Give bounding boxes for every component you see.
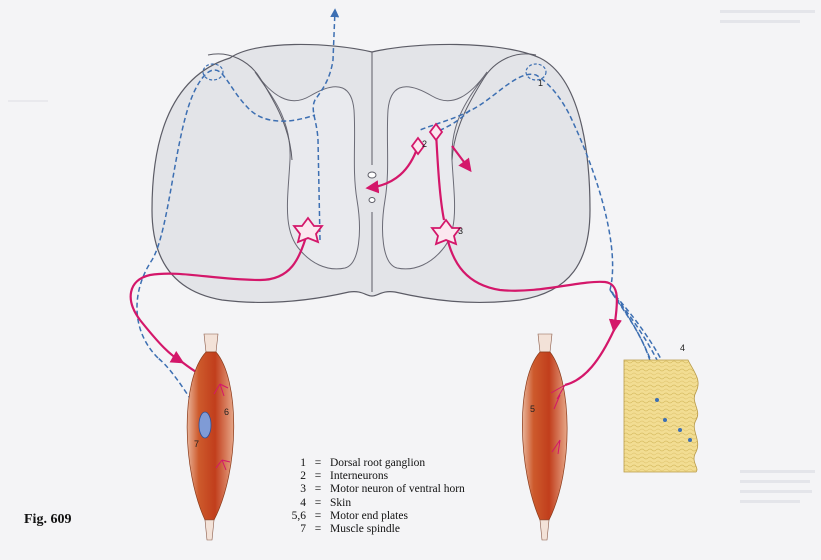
legend-equals: =: [306, 457, 330, 470]
legend-text: Motor neuron of ventral horn: [330, 483, 465, 496]
right-motor-to-muscle: [565, 330, 614, 385]
left-muscle-tendon-bottom: [205, 520, 214, 540]
marker-3: 3: [458, 226, 463, 236]
legend-row: 3 = Motor neuron of ventral horn: [278, 483, 465, 496]
left-muscle: [187, 334, 234, 540]
marker-7: 7: [194, 439, 199, 449]
legend-number: 5,6: [278, 510, 306, 523]
legend-text: Motor end plates: [330, 510, 408, 523]
legend-row: 4 = Skin: [278, 497, 465, 510]
right-muscle-tendon-bottom: [540, 520, 549, 540]
spinal-cord: [152, 44, 590, 302]
legend-equals: =: [306, 497, 330, 510]
figure-label: Fig. 609: [24, 512, 71, 528]
legend-text: Dorsal root ganglion: [330, 457, 425, 470]
marker-6: 6: [224, 407, 229, 417]
legend-row: 1 = Dorsal root ganglion: [278, 457, 465, 470]
legend-text: Interneurons: [330, 470, 388, 483]
legend-text: Muscle spindle: [330, 523, 400, 536]
right-muscle: [522, 334, 567, 540]
legend-text: Skin: [330, 497, 351, 510]
legend-equals: =: [306, 510, 330, 523]
legend-row: 7 = Muscle spindle: [278, 523, 465, 536]
left-muscle-belly: [187, 352, 234, 520]
legend-equals: =: [306, 483, 330, 496]
muscle-spindle: [199, 412, 211, 438]
right-muscle-tendon-top: [538, 334, 552, 352]
marker-4: 4: [680, 343, 685, 353]
skin-block: [624, 360, 698, 472]
legend-row: 5,6 = Motor end plates: [278, 510, 465, 523]
legend-number: 7: [278, 523, 306, 536]
central-canal-lower: [369, 198, 375, 203]
legend-equals: =: [306, 470, 330, 483]
right-muscle-belly: [522, 352, 567, 520]
skin-sample: [624, 360, 698, 472]
legend-number: 4: [278, 497, 306, 510]
marker-1: 1: [538, 78, 543, 88]
left-muscle-tendon-top: [204, 334, 218, 352]
marker-5: 5: [530, 404, 535, 414]
legend-number: 3: [278, 483, 306, 496]
central-canal: [368, 172, 376, 178]
legend-number: 2: [278, 470, 306, 483]
marker-2: 2: [422, 139, 427, 149]
legend-equals: =: [306, 523, 330, 536]
legend-row: 2 = Interneurons: [278, 470, 465, 483]
legend-number: 1: [278, 457, 306, 470]
legend: 1 = Dorsal root ganglion 2 = Interneuron…: [278, 457, 465, 536]
